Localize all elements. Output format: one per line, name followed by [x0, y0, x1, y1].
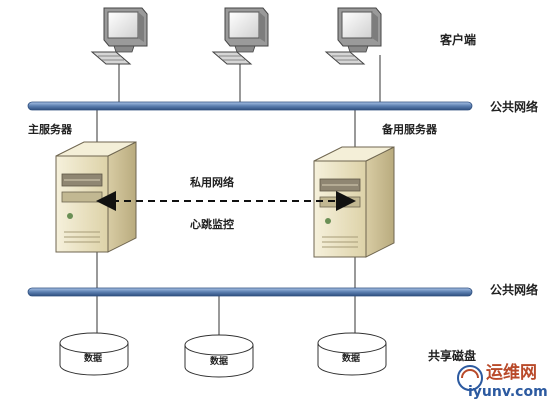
backup-server-tower — [313, 146, 395, 258]
public-network-bus-top — [27, 101, 473, 111]
monitor-icon — [103, 7, 148, 53]
disk-cylinder-icon — [184, 334, 254, 378]
shared-disk-2 — [184, 334, 254, 378]
disk-1-label: 数据 — [84, 352, 102, 364]
server-tower-icon — [313, 146, 395, 258]
client-computer-2 — [211, 7, 269, 65]
disk-cylinder-icon — [317, 332, 387, 376]
disk-2-label: 数据 — [210, 355, 228, 367]
heartbeat-label: 心跳监控 — [190, 217, 234, 231]
watermark: 运维网 iyunv.com — [457, 362, 548, 400]
watermark-cn-text: 运维网 — [486, 362, 537, 383]
keyboard-icon — [324, 51, 366, 65]
public-network-top-label: 公共网络 — [490, 99, 538, 114]
monitor-icon — [224, 7, 269, 53]
client-computer-1 — [90, 7, 148, 65]
private-network-label: 私用网络 — [190, 175, 234, 189]
client-computer-3 — [324, 7, 382, 65]
monitor-icon — [337, 7, 382, 53]
watermark-logo-icon — [457, 365, 483, 391]
keyboard-icon — [211, 51, 253, 65]
public-network-bus-bottom — [27, 287, 473, 297]
primary-server-label: 主服务器 — [28, 122, 73, 136]
client-label: 客户端 — [439, 32, 476, 47]
disk-3-label: 数据 — [342, 352, 360, 364]
disk-cylinder-icon — [59, 332, 129, 376]
shared-disk-label: 共享磁盘 — [428, 348, 476, 363]
shared-disk-1 — [59, 332, 129, 376]
server-tower-icon — [55, 141, 137, 253]
shared-disk-3 — [317, 332, 387, 376]
backup-server-label: 备用服务器 — [381, 122, 438, 136]
primary-server-tower — [55, 141, 137, 253]
keyboard-icon — [90, 51, 132, 65]
watermark-domain-text: iyunv.com — [468, 384, 548, 400]
public-network-bottom-label: 公共网络 — [490, 282, 538, 297]
